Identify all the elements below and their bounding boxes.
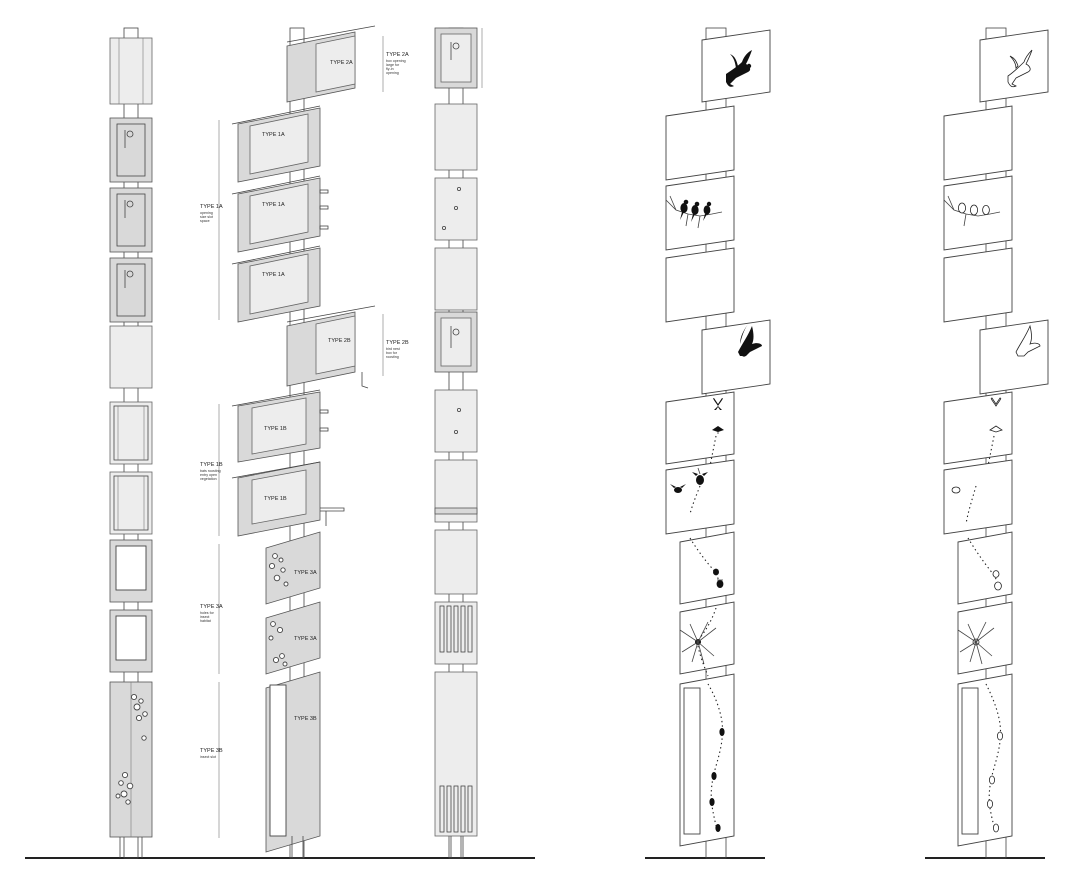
tower-3-louvres-1 <box>434 601 478 665</box>
birds-on-branch-outline-icon <box>943 195 1001 227</box>
butterfly-outline-icon <box>989 397 1003 433</box>
svg-text:insect slot: insect slot <box>200 755 216 759</box>
tower-4-graphic-elevation <box>665 27 771 859</box>
svg-text:vegetation: vegetation <box>200 477 217 481</box>
ladybug-outline-icon <box>992 570 1002 591</box>
svg-text:fly-in: fly-in <box>386 67 394 71</box>
bee-icon <box>692 467 708 485</box>
label-type-2a: TYPE 2A <box>386 52 409 58</box>
svg-text:large for: large for <box>386 63 400 67</box>
label-type-3a: TYPE 3A <box>200 604 223 610</box>
bird-flying-icon <box>726 50 752 87</box>
ant-outline-icon <box>987 731 1004 833</box>
label-type-1b: TYPE 1B <box>200 462 223 468</box>
tower-2-box-1a-2: TYPE 1A <box>231 175 321 253</box>
tower-1-box-1b-1 <box>109 401 153 465</box>
svg-text:TYPE 1A: TYPE 1A <box>262 272 285 278</box>
svg-text:holes for: holes for <box>200 611 215 615</box>
svg-text:opening: opening <box>200 211 213 215</box>
tower-1-box-3a-2 <box>109 609 153 673</box>
svg-text:TYPE 1B: TYPE 1B <box>264 496 287 502</box>
moth-icon <box>712 426 724 434</box>
tower-2-side-elevation: TYPE 2A TYPE 1A TYPE 1A TYPE 1A <box>231 25 376 859</box>
tower-1-box-1b-2 <box>109 471 153 535</box>
tower-5-outline-elevation <box>943 27 1049 859</box>
butterfly-icon <box>713 398 723 410</box>
svg-text:TYPE 2B: TYPE 2B <box>328 338 351 344</box>
svg-text:opening: opening <box>386 71 399 75</box>
svg-text:bats roosting: bats roosting <box>200 469 221 473</box>
bird-landing-icon <box>738 324 762 357</box>
svg-text:TYPE 1A: TYPE 1A <box>262 132 285 138</box>
birds-on-branch-icon <box>665 195 723 229</box>
tower-2-panel-3b: TYPE 3B <box>265 671 321 853</box>
tower-2-box-1b-1: TYPE 1B <box>231 389 321 463</box>
fly-outline-icon <box>951 486 961 494</box>
tower-3-louvres-2 <box>434 671 478 837</box>
svg-text:habitat: habitat <box>200 619 211 623</box>
svg-text:box for: box for <box>386 351 398 355</box>
tower-2-box-2a-top: TYPE 2A <box>286 25 376 103</box>
tower-2-box-1a-1: TYPE 1A <box>231 105 321 183</box>
svg-text:box opening: box opening <box>386 59 406 63</box>
tower-3-box-top <box>434 27 478 89</box>
bird-flying-outline-icon <box>1007 49 1033 88</box>
tower-3-panel-4 <box>434 389 478 453</box>
svg-text:bird nest: bird nest <box>386 347 400 351</box>
tower-2-box-1a-3: TYPE 1A <box>231 245 321 323</box>
label-type-3b: TYPE 3B <box>200 748 223 754</box>
tower-2-box-2b: TYPE 2B <box>286 305 376 389</box>
type-annotations: TYPE 2A box opening large for fly-in ope… <box>200 36 409 838</box>
svg-text:insect: insect <box>200 615 209 619</box>
label-type-2b: TYPE 2B <box>386 340 409 346</box>
svg-text:size slot: size slot <box>200 215 213 219</box>
svg-text:TYPE 1A: TYPE 1A <box>262 202 285 208</box>
svg-text:TYPE 3A: TYPE 3A <box>294 636 317 642</box>
tower-1-box-1a-2 <box>109 187 153 253</box>
tower-1-box-1a-1 <box>109 117 153 183</box>
tower-3-box-mid <box>434 311 478 373</box>
bird-landing-outline-icon <box>1015 324 1041 357</box>
svg-text:roosting: roosting <box>386 355 399 359</box>
svg-text:TYPE 1B: TYPE 1B <box>264 426 287 432</box>
tower-2-box-1b-2: TYPE 1B <box>231 461 321 537</box>
tower-1-box-1a-3 <box>109 257 153 323</box>
tower-2-panel-3a-2: TYPE 3A <box>265 601 321 675</box>
fly-icon <box>670 484 686 493</box>
svg-text:entry open: entry open <box>200 473 217 477</box>
beetle-icon <box>709 728 725 832</box>
tower-3-back-elevation <box>434 27 483 859</box>
ladybug-icon <box>713 568 724 588</box>
label-type-1a: TYPE 1A <box>200 204 223 210</box>
svg-text:TYPE 2A: TYPE 2A <box>330 60 353 66</box>
spider-icon <box>679 621 717 665</box>
tower-1-box-3b <box>109 681 153 838</box>
svg-text:TYPE 3B: TYPE 3B <box>294 716 317 722</box>
tower-2-panel-3a-1: TYPE 3A <box>265 531 321 605</box>
tower-3-panel-2 <box>434 177 478 241</box>
tower-1-box-3a-1 <box>109 539 153 603</box>
tower-1-front-elevation <box>109 27 153 859</box>
svg-text:TYPE 3A: TYPE 3A <box>294 570 317 576</box>
svg-text:space: space <box>200 219 210 223</box>
spider-outline-icon <box>957 621 995 665</box>
